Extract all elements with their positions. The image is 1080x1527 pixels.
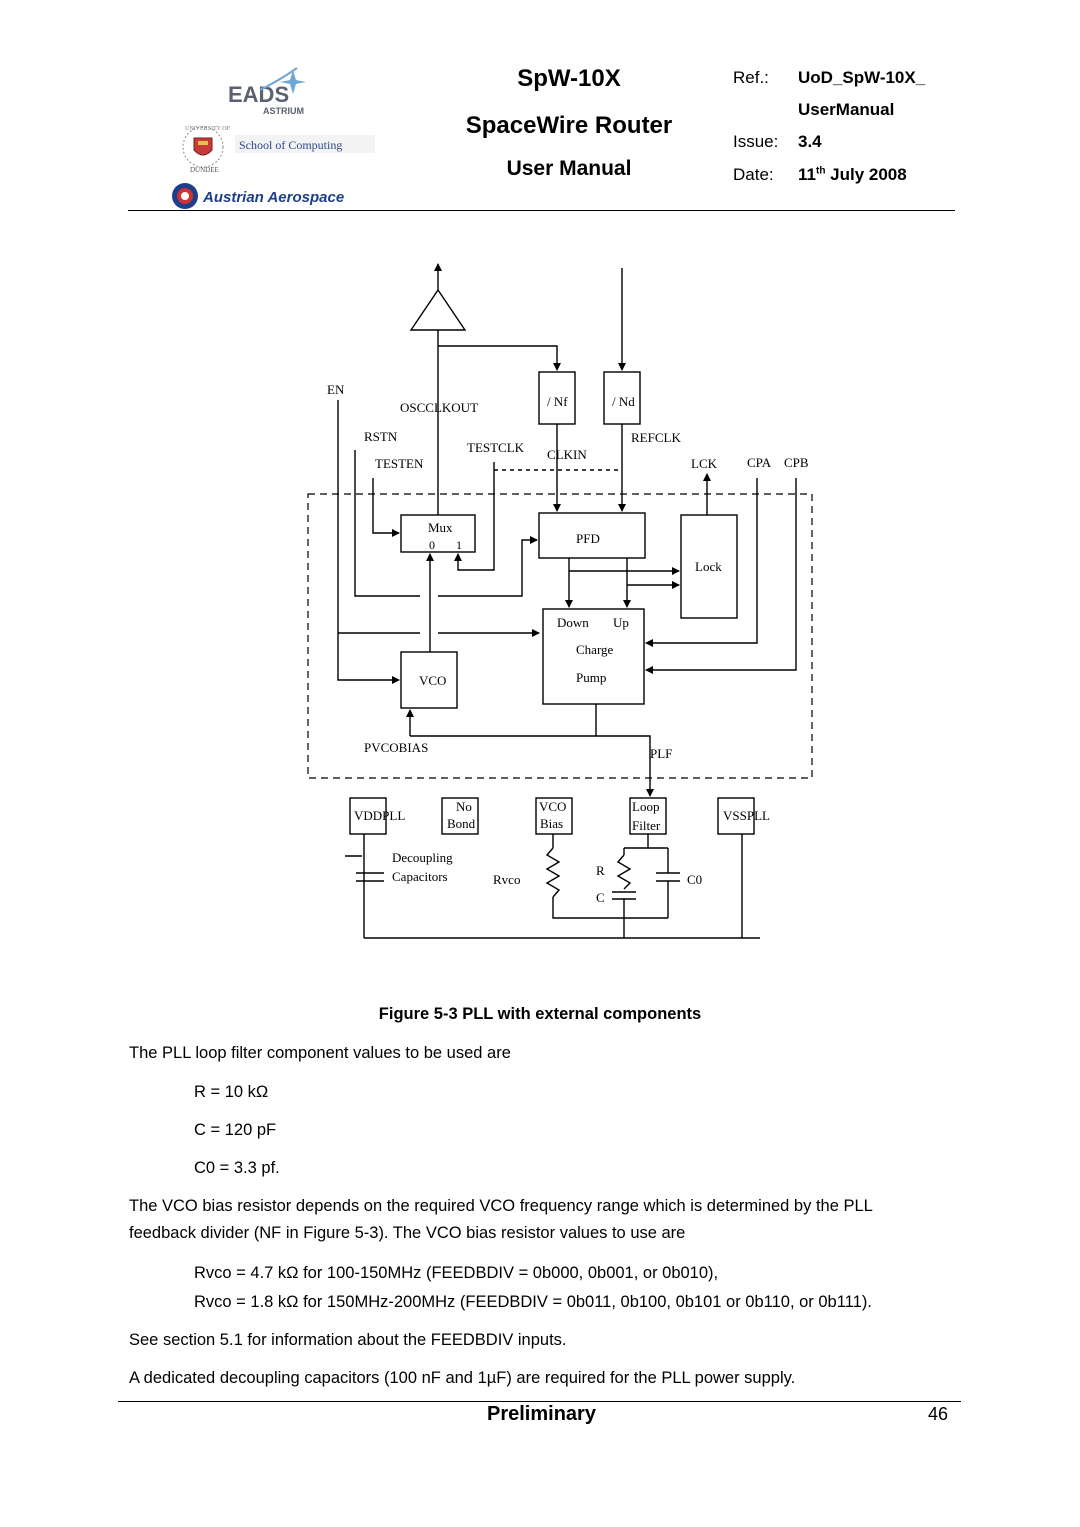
label-no: No	[456, 799, 472, 814]
label-nd: / Nd	[612, 394, 635, 409]
label-c0: C0	[687, 872, 702, 887]
eads-logo: EADS ASTRIUM	[228, 67, 306, 116]
ref-value-line2: UserManual	[798, 100, 895, 119]
label-bias: Bias	[540, 816, 563, 831]
label-testen: TESTEN	[375, 456, 424, 471]
label-filter: Filter	[632, 818, 661, 833]
ref-label: Ref.:	[733, 68, 769, 87]
label-decoupling: Decoupling	[392, 850, 453, 865]
pll-diagram: EN OSCCLKOUT RSTN TESTEN TESTCLK CLKIN R…	[300, 255, 820, 955]
value-r: R = 10 kΩ	[194, 1083, 269, 1101]
document-type: User Manual	[506, 157, 632, 180]
date-label: Date:	[733, 165, 774, 184]
label-cpb: CPB	[784, 455, 809, 470]
label-vsspll: VSSPLL	[723, 808, 770, 823]
figure-caption: Figure 5-3 PLL with external components	[378, 1005, 702, 1023]
label-clkin: CLKIN	[547, 447, 587, 462]
label-en: EN	[327, 382, 345, 397]
label-lck: LCK	[691, 456, 718, 471]
svg-text:Austrian Aerospace: Austrian Aerospace	[202, 189, 344, 206]
svg-text:ASTRIUM: ASTRIUM	[263, 106, 304, 116]
label-vddpll: VDDPLL	[354, 808, 405, 823]
label-mux1: 1	[456, 538, 462, 552]
label-pump: Pump	[576, 670, 606, 685]
page-number: 46	[928, 1404, 949, 1424]
svg-text:School of Computing: School of Computing	[239, 138, 342, 152]
label-nf: / Nf	[547, 394, 568, 409]
header-rule	[128, 210, 955, 211]
label-vco: VCO	[419, 673, 446, 688]
label-rstn: RSTN	[364, 429, 398, 444]
svg-text:EADS: EADS	[228, 82, 289, 107]
label-capacitors: Capacitors	[392, 869, 448, 884]
label-up: Up	[613, 615, 629, 630]
value-c0: C0 = 3.3 pf.	[194, 1159, 280, 1177]
label-loop: Loop	[632, 799, 659, 814]
ref-value-line1: UoD_SpW-10X_	[798, 68, 926, 87]
label-r: R	[596, 863, 605, 878]
footer-status: Preliminary	[487, 1403, 596, 1425]
label-refclk: REFCLK	[631, 430, 681, 445]
paragraph-feedbdiv: See section 5.1 for information about th…	[129, 1331, 567, 1349]
label-mux: Mux	[428, 520, 453, 535]
value-rvco-1: Rvco = 4.7 kΩ for 100-150MHz (FEEDBDIV =…	[194, 1264, 719, 1282]
paragraph-vco-bias: The VCO bias resistor depends on the req…	[129, 1197, 873, 1242]
document-title: SpW-10X	[517, 65, 621, 92]
issue-label: Issue:	[733, 132, 779, 151]
footer-rule	[118, 1401, 961, 1402]
label-mux0: 0	[429, 538, 435, 552]
svg-text:UNIVERSITY OF: UNIVERSITY OF	[185, 126, 231, 132]
value-rvco-2: Rvco = 1.8 kΩ for 150MHz-200MHz (FEEDBDI…	[194, 1293, 872, 1311]
header-logos: EADS ASTRIUM UNIVERSITY OF DUNDEE School…	[165, 62, 380, 212]
label-down: Down	[557, 615, 589, 630]
austrian-aerospace-logo: Austrian Aerospace	[172, 183, 344, 209]
date-value: 11th July 2008	[798, 165, 907, 184]
label-charge: Charge	[576, 642, 614, 657]
issue-value: 3.4	[798, 132, 822, 151]
document-subtitle: SpaceWire Router	[465, 112, 673, 139]
dundee-logo: UNIVERSITY OF DUNDEE School of Computing	[182, 126, 375, 174]
label-vco-pad: VCO	[539, 799, 566, 814]
label-oscclkout: OSCCLKOUT	[400, 400, 478, 415]
paragraph-loop-filter: The PLL loop filter component values to …	[129, 1044, 511, 1062]
label-plf: PLF	[650, 746, 672, 761]
label-bond: Bond	[447, 816, 476, 831]
label-pfd: PFD	[576, 531, 600, 546]
paragraph-decoupling: A dedicated decoupling capacitors (100 n…	[129, 1369, 796, 1387]
label-c: C	[596, 890, 605, 905]
label-pvcobias: PVCOBIAS	[364, 740, 428, 755]
value-c: C = 120 pF	[194, 1121, 277, 1139]
svg-text:DUNDEE: DUNDEE	[190, 166, 219, 174]
label-testclk: TESTCLK	[467, 440, 525, 455]
label-lock: Lock	[695, 559, 722, 574]
label-cpa: CPA	[747, 455, 772, 470]
label-rvco: Rvco	[493, 872, 520, 887]
